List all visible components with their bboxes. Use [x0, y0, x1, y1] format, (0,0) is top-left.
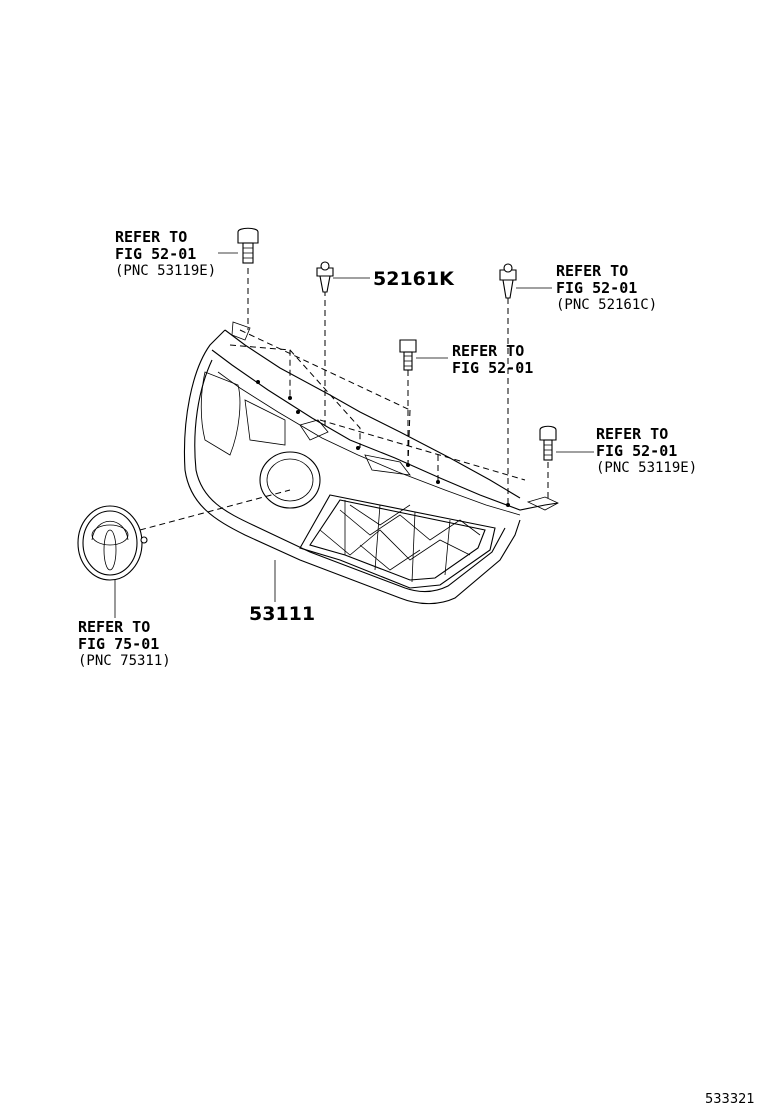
callout-bolt-right-line1: REFER TO [596, 425, 668, 443]
callout-clip-top-right-line3: (PNC 52161C) [556, 297, 657, 313]
bolt-center [399, 339, 448, 371]
callout-bolt-top-left-line2: FIG 52-01 [115, 245, 196, 263]
mesh-pattern [319, 500, 481, 583]
illustration-number: 533321 [705, 1092, 755, 1107]
emblem-icon [77, 505, 148, 618]
part-number-52161K: 52161K [373, 268, 455, 290]
dashed-guide-lines [139, 268, 549, 531]
bolt-right [539, 425, 594, 461]
clip-52161K [316, 261, 370, 293]
part-number-53111: 53111 [249, 603, 315, 625]
callout-bolt-right-line3: (PNC 53119E) [596, 460, 697, 476]
bolt-top-left [218, 227, 259, 264]
radiator-grille [183, 321, 559, 605]
callout-bolt-center-line2: FIG 52-01 [452, 359, 533, 377]
callout-bolt-top-left-line1: REFER TO [115, 228, 187, 246]
callout-emblem-line2: FIG 75-01 [78, 635, 159, 653]
callout-bolt-right-line2: FIG 52-01 [596, 442, 677, 460]
callout-bolt-top-left-line3: (PNC 53119E) [115, 263, 216, 279]
callout-emblem-line1: REFER TO [78, 618, 150, 636]
callout-bolt-center-line1: REFER TO [452, 342, 524, 360]
callout-clip-top-right-line2: FIG 52-01 [556, 279, 637, 297]
callout-emblem-line3: (PNC 75311) [78, 653, 171, 669]
clip-top-right [499, 263, 552, 299]
callout-clip-top-right-line1: REFER TO [556, 262, 628, 280]
